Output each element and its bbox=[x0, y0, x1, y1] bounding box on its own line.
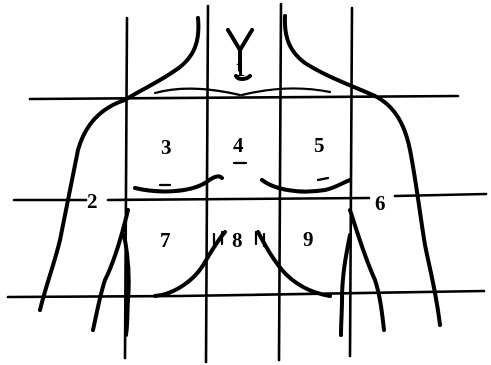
collarbone-right bbox=[240, 87, 332, 97]
torso-outline bbox=[38, 14, 442, 337]
rib-hash-marks bbox=[212, 230, 266, 248]
sternal-notch bbox=[226, 28, 254, 81]
grid-line-h2 bbox=[12, 192, 488, 202]
right-shoulder-arm bbox=[373, 94, 442, 327]
left-shoulder-arm bbox=[38, 98, 127, 312]
grid-line-h3 bbox=[6, 289, 486, 299]
region-label-3: 3 bbox=[161, 135, 172, 159]
region-label-1: 1 bbox=[235, 57, 246, 81]
horizontal-grid-lines bbox=[6, 94, 488, 299]
region-label-8: 8 bbox=[232, 228, 243, 252]
abdomen-right bbox=[256, 230, 332, 298]
neck-right bbox=[282, 14, 377, 98]
region-label-4: 4 bbox=[233, 133, 244, 157]
left-inner-arm bbox=[91, 208, 130, 332]
grid-line-h1 bbox=[28, 94, 460, 101]
right-pectoral bbox=[260, 178, 352, 194]
abdomen-left bbox=[153, 230, 227, 298]
grid-line-v1 bbox=[123, 16, 129, 360]
right-nipple-mark bbox=[316, 176, 330, 182]
right-inner-arm-2 bbox=[339, 233, 352, 337]
region-label-7: 7 bbox=[160, 228, 171, 252]
region-labels: 1 2 3 4 5 6 7 8 9 bbox=[87, 57, 386, 252]
region-label-5: 5 bbox=[314, 133, 325, 157]
collarbone-left bbox=[153, 87, 242, 97]
region-label-9: 9 bbox=[303, 227, 314, 251]
left-inner-arm-2 bbox=[122, 233, 131, 337]
vertical-grid-lines bbox=[123, 2, 354, 364]
grid-line-v3 bbox=[277, 2, 283, 362]
grid-line-v4 bbox=[348, 6, 354, 358]
region-label-6: 6 bbox=[375, 191, 386, 215]
right-inner-arm bbox=[348, 208, 386, 332]
left-pectoral bbox=[133, 174, 224, 194]
region-label-2: 2 bbox=[87, 189, 98, 213]
neck-left bbox=[123, 16, 201, 102]
